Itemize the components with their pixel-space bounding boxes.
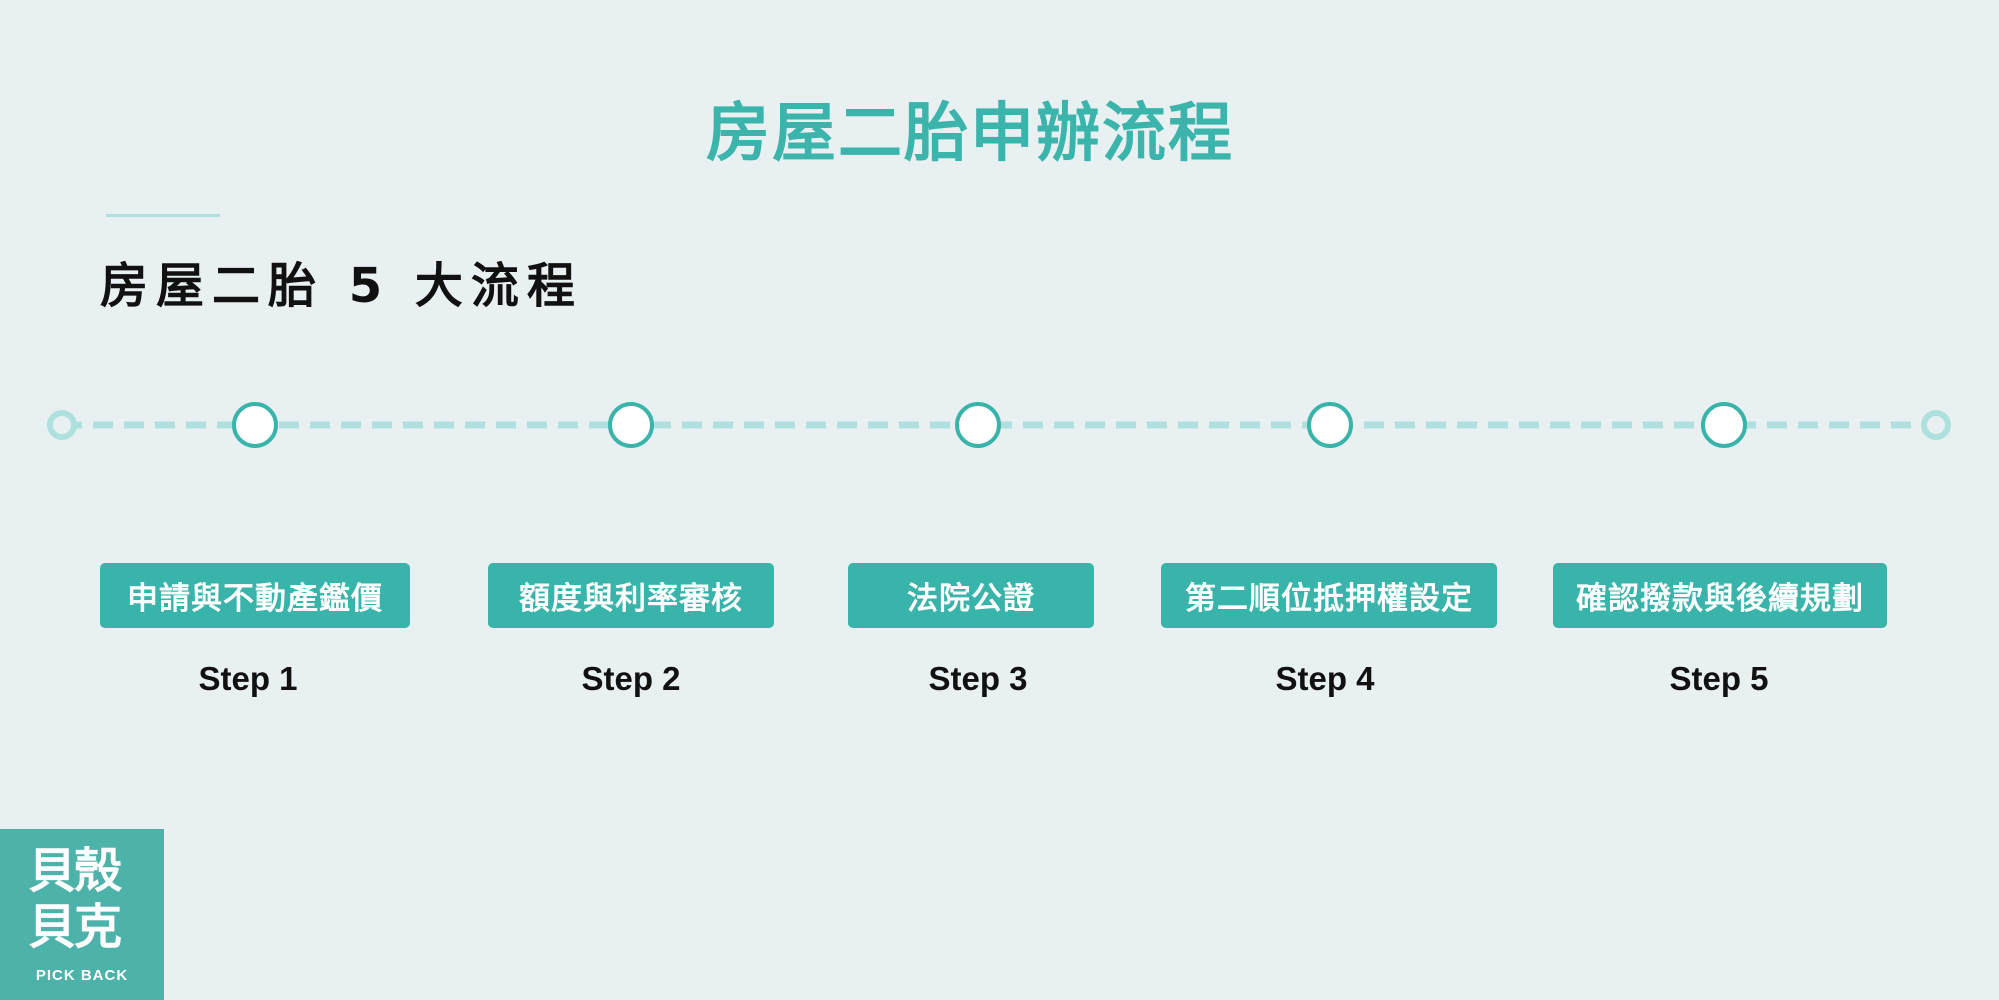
- logo-wordmark: PICK BACK: [35, 967, 129, 984]
- timeline-end-dot: [1921, 410, 1951, 440]
- timeline-node-step-5: [1701, 402, 1747, 448]
- timeline-node-step-1: [232, 402, 278, 448]
- step-1-box: 申請與不動產鑑價: [100, 563, 410, 628]
- timeline-node-step-4: [1307, 402, 1353, 448]
- section-heading: 房屋二胎 5 大流程: [100, 258, 583, 314]
- step-4-label: Step 4: [1275, 660, 1375, 697]
- timeline-start-dot: [47, 410, 77, 440]
- logo-characters: 貝殼貝克: [28, 843, 122, 955]
- timeline-node-step-3: [955, 402, 1001, 448]
- step-2-label: Step 2: [581, 660, 681, 697]
- step-5-box: 確認撥款與後續規劃: [1553, 563, 1887, 628]
- step-4-box: 第二順位抵押權設定: [1161, 563, 1497, 628]
- brand-logo: 貝殼貝克 PICK BACK: [0, 829, 164, 1000]
- accent-divider: [106, 214, 220, 217]
- step-2-box: 額度與利率審核: [488, 563, 774, 628]
- page-title: 房屋二胎申辦流程: [706, 97, 1234, 171]
- timeline-node-step-2: [608, 402, 654, 448]
- step-3-label: Step 3: [928, 660, 1028, 697]
- step-3-box: 法院公證: [848, 563, 1094, 628]
- step-5-label: Step 5: [1669, 660, 1769, 697]
- step-1-label: Step 1: [198, 660, 298, 697]
